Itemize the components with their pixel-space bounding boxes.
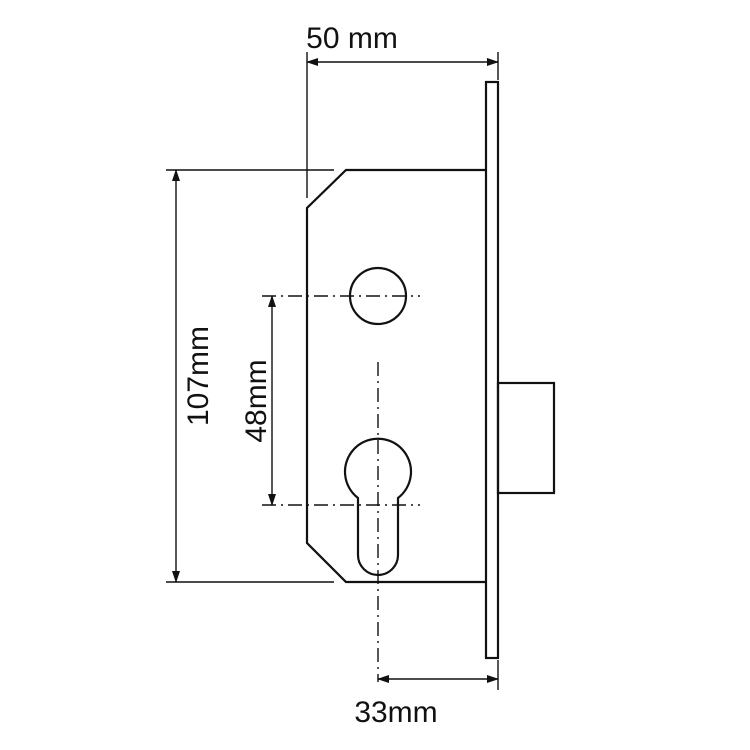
forend-plate: [484, 80, 500, 660]
dimension-label-height: 107mm: [182, 326, 215, 426]
lock-body-outline: [305, 168, 486, 584]
dimension-label-cylinder: 33mm: [354, 696, 437, 729]
cylinder-keyhole: [343, 437, 413, 577]
latch-bolt: [496, 381, 556, 495]
dimension-label-backset: 50 mm: [306, 22, 398, 55]
dimension-label-centres: 48mm: [240, 359, 273, 442]
